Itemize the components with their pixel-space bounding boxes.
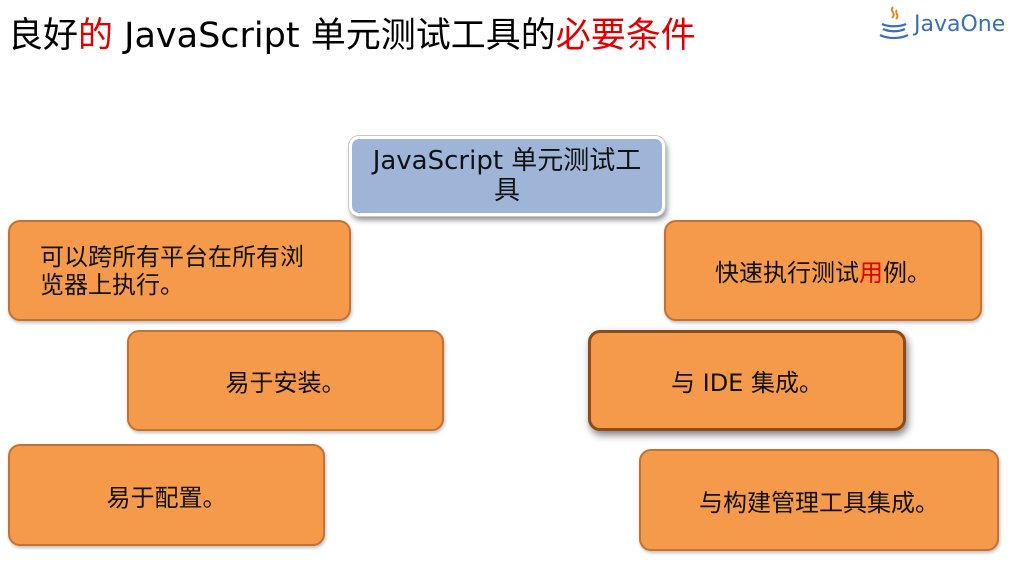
- requirement-easy-install: 易于安装。: [127, 330, 444, 431]
- javaone-logo: JavaOne: [876, 4, 1016, 44]
- requirement-cross-platform: 可以跨所有平台在所有浏览器上执行。: [8, 220, 351, 321]
- title-part-3: JavaScript 单元测试工具的: [113, 16, 556, 56]
- logo-text: JavaOne: [914, 12, 1006, 37]
- central-topic-label: JavaScript 单元测试工具: [372, 146, 642, 206]
- requirement-cross-platform-label: 可以跨所有平台在所有浏览器上执行。: [40, 242, 304, 299]
- title-part-2-highlight: 的: [78, 16, 114, 56]
- fast-exec-text-c: 例。: [883, 259, 931, 287]
- requirement-ide-integration: 与 IDE 集成。: [588, 330, 906, 431]
- requirement-fast-execution-label: 快速执行测试用例。: [715, 253, 931, 288]
- fast-exec-text-a: 快速执行测试: [715, 259, 859, 287]
- slide-title: 良好的 JavaScript 单元测试工具的必要条件: [8, 14, 696, 58]
- requirement-easy-config-label: 易于配置。: [106, 483, 227, 512]
- java-cup-icon: [879, 6, 909, 40]
- requirement-ide-integration-label: 与 IDE 集成。: [671, 369, 823, 397]
- title-part-1: 良好: [8, 16, 79, 56]
- requirement-build-integration: 与构建管理工具集成。: [639, 449, 999, 551]
- fast-exec-text-highlight: 用: [859, 259, 883, 287]
- requirement-fast-execution: 快速执行测试用例。: [664, 220, 982, 321]
- title-part-4-highlight: 必要条件: [555, 16, 696, 56]
- central-topic-box: JavaScript 单元测试工具: [349, 136, 665, 216]
- requirement-build-integration-label: 与构建管理工具集成。: [699, 488, 939, 517]
- requirement-easy-install-label: 易于安装。: [225, 369, 346, 397]
- requirement-easy-config: 易于配置。: [8, 444, 325, 546]
